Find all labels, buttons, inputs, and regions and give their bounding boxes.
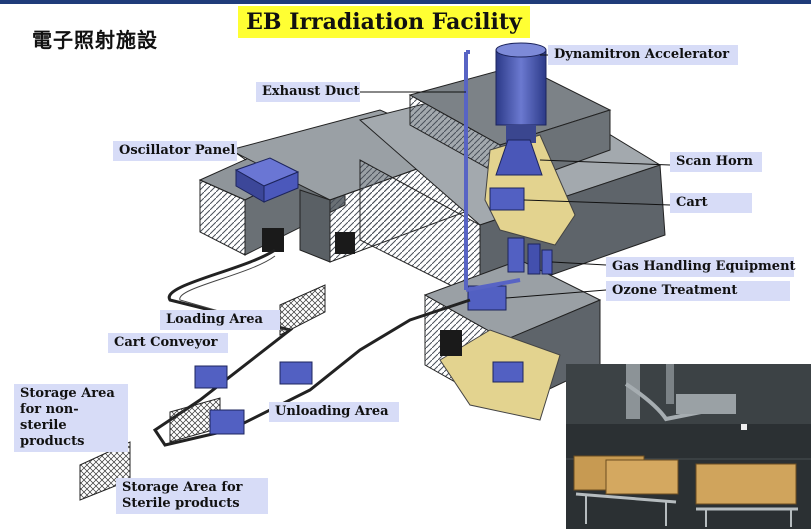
label-scan-horn: Scan Horn (670, 152, 762, 172)
scan-horn-icon (495, 139, 543, 176)
label-exhaust-duct: Exhaust Duct (256, 82, 360, 102)
label-ozone-treatment: Ozone Treatment (606, 281, 790, 301)
conveyor-cart-4 (492, 361, 524, 383)
conveyor-cart-3 (209, 409, 245, 435)
label-loading-area: Loading Area (160, 310, 280, 330)
label-storage-sterile-line2: Sterile products (122, 496, 240, 511)
label-storage-sterile: Storage Area for Sterile products (116, 478, 268, 514)
conveyor-inner-track (179, 255, 286, 331)
oscillator-panel-icon (234, 157, 300, 203)
label-storage-nonsterile-line2: for non-sterile (20, 402, 79, 433)
label-gas-handling-equipment: Gas Handling Equipment (606, 257, 796, 277)
label-unloading-area: Unloading Area (269, 402, 399, 422)
conveyor-cart-2 (279, 361, 313, 385)
facility-photo-image (566, 364, 811, 529)
label-storage-nonsterile: Storage Area for non-sterile products (14, 384, 128, 452)
dynamitron-accelerator-icon (495, 42, 547, 143)
label-dynamitron-accelerator: Dynamitron Accelerator (548, 45, 738, 65)
page-title: EB Irradiation Facility (238, 6, 530, 38)
label-storage-nonsterile-line1: Storage Area (20, 386, 115, 401)
top-border (0, 0, 811, 4)
cjk-title: 電子照射施設 (32, 28, 158, 52)
conveyor-cart-1 (194, 365, 228, 389)
cart-icon (489, 187, 525, 211)
label-cart-conveyor: Cart Conveyor (108, 333, 228, 353)
gas-handling-icon (507, 237, 553, 275)
leader-lines (231, 54, 671, 299)
facility-photo (566, 364, 811, 529)
fence-loading (279, 284, 326, 336)
label-cart: Cart (670, 193, 752, 213)
label-oscillator-panel: Oscillator Panel (113, 141, 237, 161)
label-storage-nonsterile-line3: products (20, 434, 85, 449)
label-storage-sterile-line1: Storage Area for (122, 480, 243, 495)
